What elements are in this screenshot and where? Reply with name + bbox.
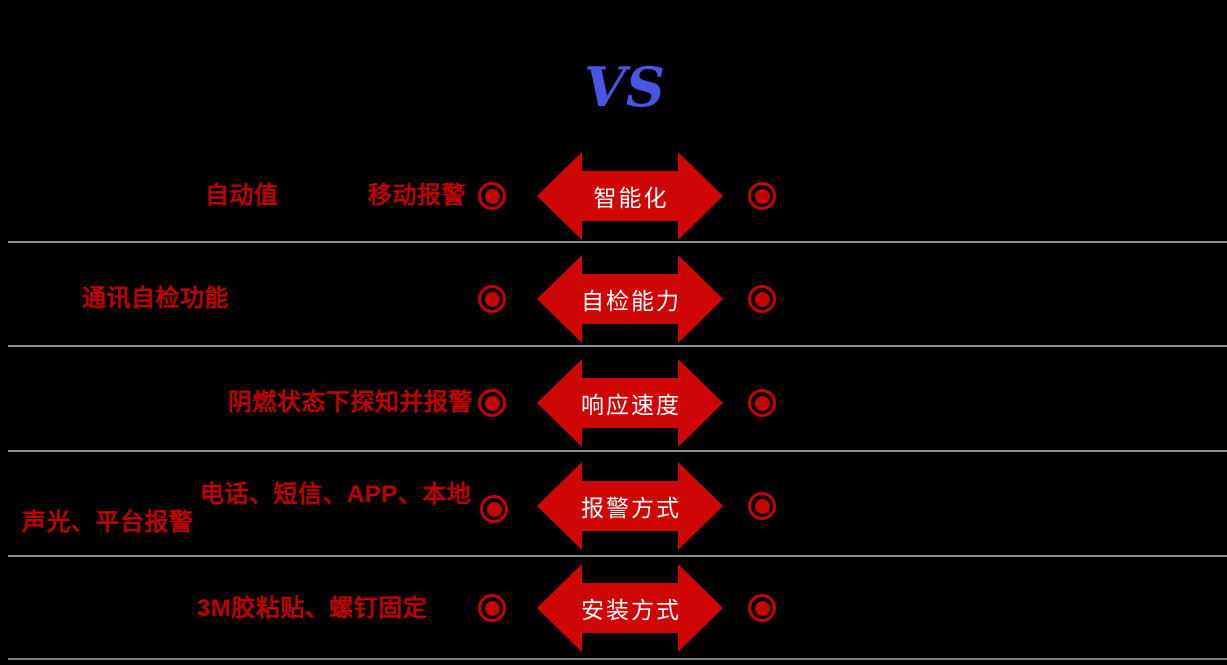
bullseye-icon [478,594,506,622]
arrow-category-label: 报警方式 [581,496,681,522]
divider-line [8,345,1227,347]
left-feature-label: 3M胶粘贴、螺钉固定 [197,595,428,622]
divider-line [8,658,1227,660]
left-feature-label: 移动报警 [368,182,466,209]
arrow-category-label: 响应速度 [581,393,681,419]
bullseye-icon [478,389,506,417]
double-arrow-icon: 自检能力 [537,255,723,343]
bullseye-icon [748,594,776,622]
left-feature-label: 阴燃状态下探知并报警 [228,389,473,416]
bullseye-icon [748,182,776,210]
vs-title: VS [584,55,665,119]
arrow-category-label: 智能化 [593,186,669,212]
double-arrow-icon: 响应速度 [537,359,723,447]
bullseye-icon [478,285,506,313]
divider-line [8,555,1227,557]
bullseye-icon [480,495,508,523]
divider-line [8,241,1227,243]
arrow-category-label: 自检能力 [581,289,681,315]
bullseye-icon [748,492,776,520]
bullseye-icon [748,389,776,417]
double-arrow-icon: 安装方式 [537,564,723,652]
double-arrow-icon: 智能化 [537,152,723,240]
left-feature-label: 通讯自检功能 [82,285,229,312]
left-feature-label: 电话、短信、APP、本地 [200,481,472,508]
divider-line [8,450,1227,452]
bullseye-icon [748,285,776,313]
left-feature-label: 声光、平台报警 [22,509,194,536]
bullseye-icon [478,182,506,210]
arrow-category-label: 安装方式 [581,598,681,624]
left-feature-label: 自动值 [205,182,279,209]
double-arrow-icon: 报警方式 [537,462,723,550]
